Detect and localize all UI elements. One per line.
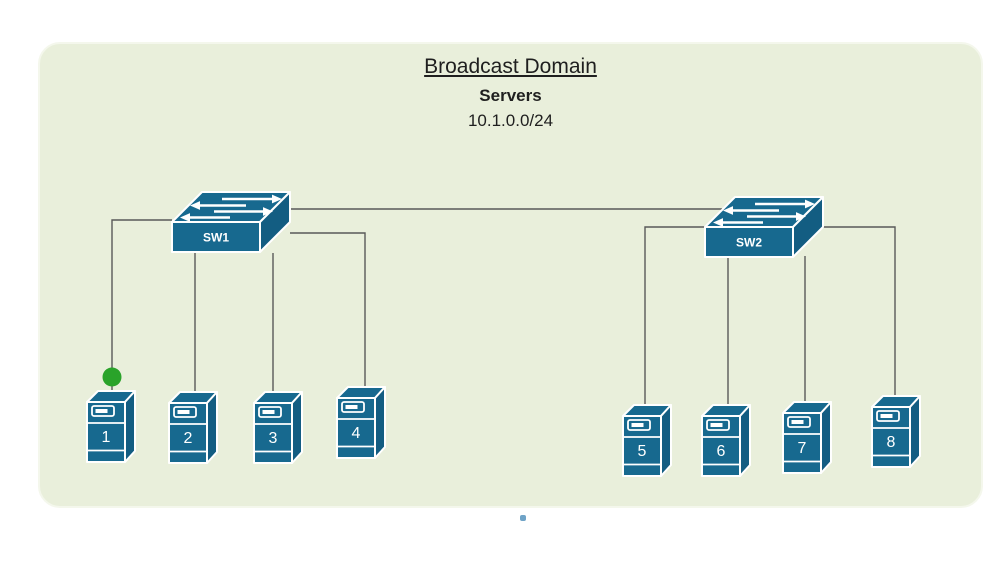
server-slot-icon xyxy=(876,410,900,422)
server-front-face xyxy=(86,401,126,463)
subnet-label: 10.1.0.0/24 xyxy=(467,110,554,130)
server-label: 5 xyxy=(638,443,647,460)
server-slot-icon xyxy=(341,401,365,413)
switch-label: SW2 xyxy=(736,236,762,250)
server-side-face xyxy=(660,404,672,477)
server-4[interactable]: 4 xyxy=(335,384,387,460)
switch-arrows-icon xyxy=(713,199,815,227)
server-side-face xyxy=(374,386,386,459)
server-side-face xyxy=(820,401,832,474)
server-1[interactable]: 1 xyxy=(85,388,137,464)
server-slot-icon xyxy=(706,419,730,431)
server-slot-icon xyxy=(173,406,197,418)
server-label: 7 xyxy=(798,440,807,457)
server-label: 4 xyxy=(352,425,361,442)
switch-label: SW1 xyxy=(203,231,229,245)
server-7[interactable]: 7 xyxy=(781,399,833,475)
server-front-face xyxy=(336,397,376,459)
server-2[interactable]: 2 xyxy=(167,389,219,465)
server-side-face xyxy=(124,390,136,463)
page-title: Broadcast Domain xyxy=(424,55,597,78)
switch-sw2[interactable]: SW2 xyxy=(703,195,825,259)
server-6[interactable]: 6 xyxy=(700,402,752,478)
server-label: 3 xyxy=(269,430,278,447)
server-side-face xyxy=(206,391,218,464)
server-side-face xyxy=(739,404,751,477)
server-label: 8 xyxy=(887,434,896,451)
subtitle-servers: Servers xyxy=(479,86,542,106)
server-front-face xyxy=(253,402,293,464)
server-front-face xyxy=(168,402,208,464)
server-slot-icon xyxy=(91,405,115,417)
server-label: 6 xyxy=(717,443,726,460)
switch-front-face xyxy=(704,226,794,258)
server-slot-icon xyxy=(787,416,811,428)
server-slot-icon xyxy=(627,419,651,431)
stray-dot xyxy=(520,515,526,521)
server-label: 1 xyxy=(102,429,111,446)
server-front-face xyxy=(622,415,662,477)
switch-sw1[interactable]: SW1 xyxy=(170,190,292,254)
switch-front-face xyxy=(171,221,261,253)
server-slot-icon xyxy=(258,406,282,418)
title-block: Broadcast Domain Servers 10.1.0.0/24 xyxy=(38,54,983,131)
server-5[interactable]: 5 xyxy=(621,402,673,478)
server-side-face xyxy=(291,391,303,464)
server-8[interactable]: 8 xyxy=(870,393,922,469)
switch-arrows-icon xyxy=(180,194,282,222)
server-label: 2 xyxy=(184,430,193,447)
server-front-face xyxy=(871,406,911,468)
server-3[interactable]: 3 xyxy=(252,389,304,465)
server-front-face xyxy=(701,415,741,477)
server-front-face xyxy=(782,412,822,474)
server-side-face xyxy=(909,395,921,468)
